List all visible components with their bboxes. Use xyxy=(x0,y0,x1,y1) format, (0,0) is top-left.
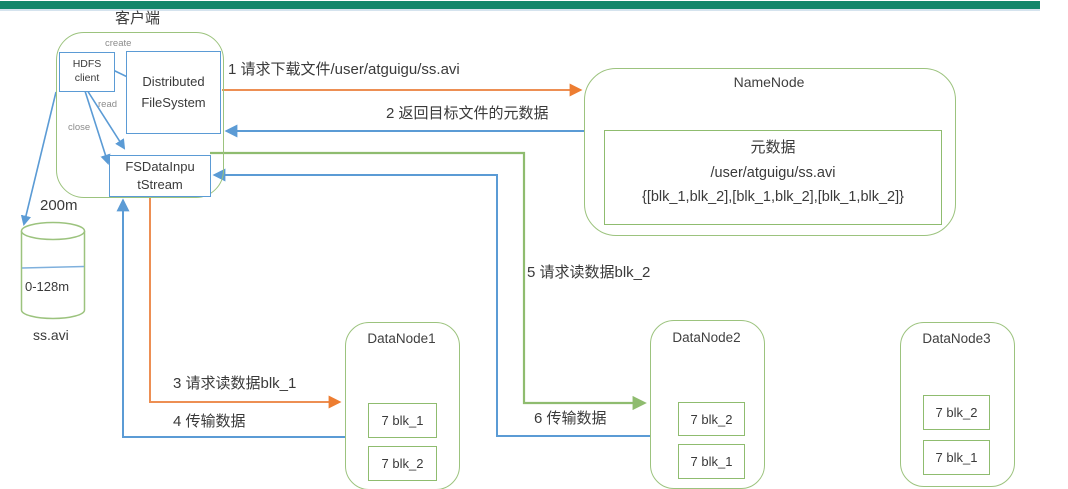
datanode2-title: DataNode2 xyxy=(672,330,741,345)
client-title: 客户端 xyxy=(115,10,161,27)
namenode-node xyxy=(584,68,956,236)
datanode3-node xyxy=(900,322,1015,487)
datanode1-node xyxy=(345,322,460,489)
client-node xyxy=(56,32,224,198)
step3-label: 3 请求读数据blk_1 xyxy=(173,375,297,392)
distributed-filesystem-box: Distributed FileSystem xyxy=(126,51,221,134)
hdfs-client-line1: HDFS xyxy=(72,58,102,71)
fsdis-line2: tStream xyxy=(137,177,183,192)
hdfs-client-line2: client xyxy=(74,72,100,84)
block-label: 7 blk_1 xyxy=(381,413,424,428)
block-label: 7 blk_2 xyxy=(381,456,424,471)
datanode3-block-1: 7 blk_2 xyxy=(923,395,990,430)
metadata-title: 元数据 xyxy=(750,139,796,156)
datanode2-block-2: 7 blk_1 xyxy=(678,444,745,479)
local-file-cylinder xyxy=(20,221,86,320)
read-label: read xyxy=(98,99,118,110)
datanode3-title: DataNode3 xyxy=(922,331,991,346)
step1-label: 1 请求下载文件/user/atguigu/ss.avi xyxy=(228,61,460,78)
datanode1-block-1: 7 blk_1 xyxy=(368,403,437,438)
metadata-path: /user/atguigu/ss.avi xyxy=(710,165,836,181)
hdfs-client-box: HDFS client xyxy=(59,52,115,92)
top-accent-bar xyxy=(0,1,1040,9)
datanode1-block-2: 7 blk_2 xyxy=(368,446,437,481)
block-label: 7 blk_1 xyxy=(935,450,978,465)
fsdatainputstream-box: FSDataInpu tStream xyxy=(109,155,211,197)
block-label: 7 blk_1 xyxy=(690,454,733,469)
dfs-line2: FileSystem xyxy=(141,94,206,110)
datanode1-title: DataNode1 xyxy=(367,331,436,346)
local-file-size-label: 200m xyxy=(40,197,78,214)
step5-label: 5 请求读数据blk_2 xyxy=(527,264,651,281)
namenode-title: NameNode xyxy=(733,74,805,90)
local-file-name: ss.avi xyxy=(33,327,69,343)
step6-label: 6 传输数据 xyxy=(534,410,607,427)
metadata-blocks: {[blk_1,blk_2],[blk_1,blk_2],[blk_1,blk_… xyxy=(642,189,904,205)
arrow-step4-transfer-data xyxy=(116,198,345,438)
create-label: create xyxy=(105,38,132,49)
datanode2-block-1: 7 blk_2 xyxy=(678,402,745,436)
dfs-line1: Distributed xyxy=(142,74,205,90)
block-label: 7 blk_2 xyxy=(935,405,978,420)
block-label: 7 blk_2 xyxy=(690,411,733,427)
metadata-box: 元数据 /user/atguigu/ss.avi {[blk_1,blk_2],… xyxy=(604,130,942,225)
close-label: close xyxy=(68,122,91,133)
cylinder-divider-line xyxy=(21,265,85,269)
step2-label: 2 返回目标文件的元数据 xyxy=(386,105,549,122)
top-accent-bar-underline xyxy=(0,9,1040,11)
fsdis-line1: FSDataInpu xyxy=(125,158,195,174)
cylinder-block-label: 0-128m xyxy=(25,279,70,294)
step4-label: 4 传输数据 xyxy=(173,413,246,430)
datanode3-block-2: 7 blk_1 xyxy=(923,440,990,475)
